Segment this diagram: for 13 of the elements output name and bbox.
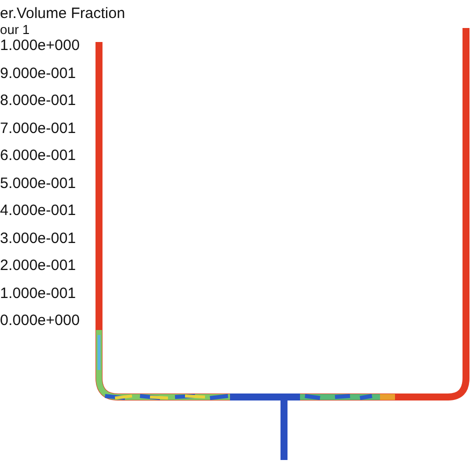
legend-value: 4.000e-001 [0,203,76,219]
legend-value: 1.000e+000 [0,38,80,54]
legend-value: 3.000e-001 [0,230,76,246]
legend-value: 5.000e-001 [0,176,76,192]
legend-value: 1.000e-001 [0,286,76,302]
legend-value: 0.000e+000 [0,313,80,329]
legend-value: 6.000e-001 [0,148,76,164]
legend-value: 8.000e-001 [0,93,76,109]
legend-subtitle: our 1 [0,22,30,38]
legend-value: 2.000e-001 [0,258,76,274]
legend-value: 9.000e-001 [0,66,76,82]
legend-value: 7.000e-001 [0,120,76,136]
legend-title: er.Volume Fraction [0,6,126,22]
